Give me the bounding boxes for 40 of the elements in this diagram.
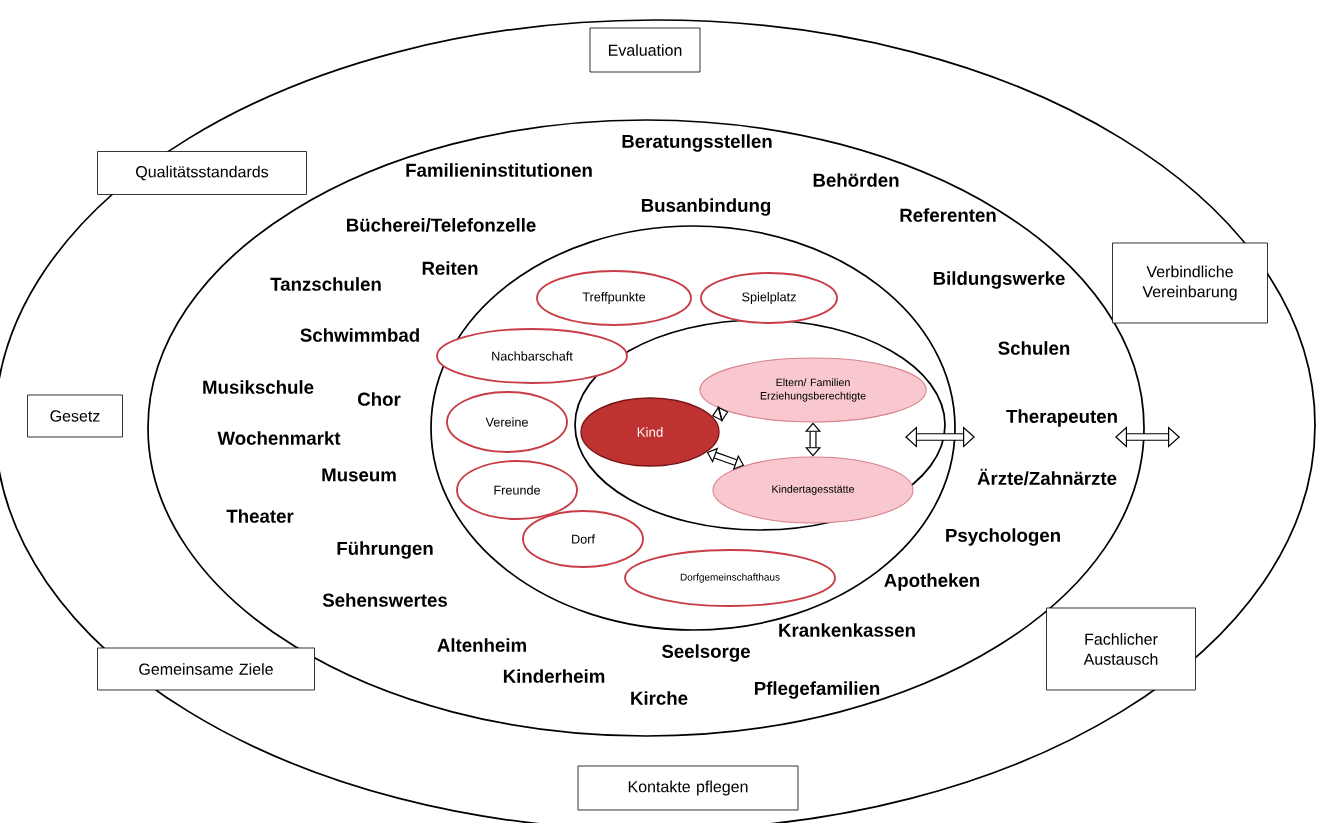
label: Theater [226, 509, 294, 523]
label: Seelsorge [661, 644, 750, 662]
label: Behörden [813, 173, 899, 187]
label: Beratungsstellen [622, 134, 772, 152]
ellipse-ring [0, 19, 1316, 823]
label: Schwimmbad [300, 328, 419, 342]
arrow [804, 422, 822, 457]
oval: Spielplatz [700, 272, 838, 324]
label: Psychologen [946, 528, 1060, 546]
label: Chor [358, 392, 401, 406]
label: Bücherei/Telefonzelle [347, 218, 536, 232]
label: Führungen [337, 541, 433, 559]
label: Altenheim [437, 638, 526, 652]
label: Krankenkassen [779, 623, 915, 637]
filled-oval: Kindertagesstätte [712, 456, 914, 524]
oval: Dorf [522, 510, 644, 568]
label: Apotheken [884, 573, 980, 591]
label: Reiten [422, 261, 478, 275]
label: Pflegefamilien [755, 681, 880, 699]
oval: Treffpunkte [536, 270, 692, 326]
label: Schulen [998, 341, 1070, 355]
oval: Nachbarschaft [436, 328, 628, 384]
label: Sehenswertes [322, 593, 447, 607]
label: Musikschule [203, 380, 314, 394]
label: Wochenmarkt [217, 431, 341, 445]
label: Bildungswerke [933, 271, 1065, 289]
oval: Vereine [446, 391, 568, 453]
label: Kirche [631, 691, 688, 705]
label: Museum [322, 468, 396, 482]
label: Referenten [900, 208, 996, 222]
oval: Dorfgemeinschafthaus [624, 549, 836, 607]
filled-oval: Kind [580, 397, 720, 467]
label: Tanzschulen [270, 277, 381, 291]
label: Therapeuten [1006, 409, 1117, 427]
oval: Freunde [456, 460, 578, 520]
filled-oval: Eltern/ Familien Erziehungsberechtigte [699, 357, 927, 423]
label: Busanbindung [641, 198, 771, 216]
label: Ärzte/Zahnärzte [977, 468, 1117, 486]
label: Kinderheim [503, 669, 605, 683]
label: Familieninstitutionen [406, 163, 592, 177]
